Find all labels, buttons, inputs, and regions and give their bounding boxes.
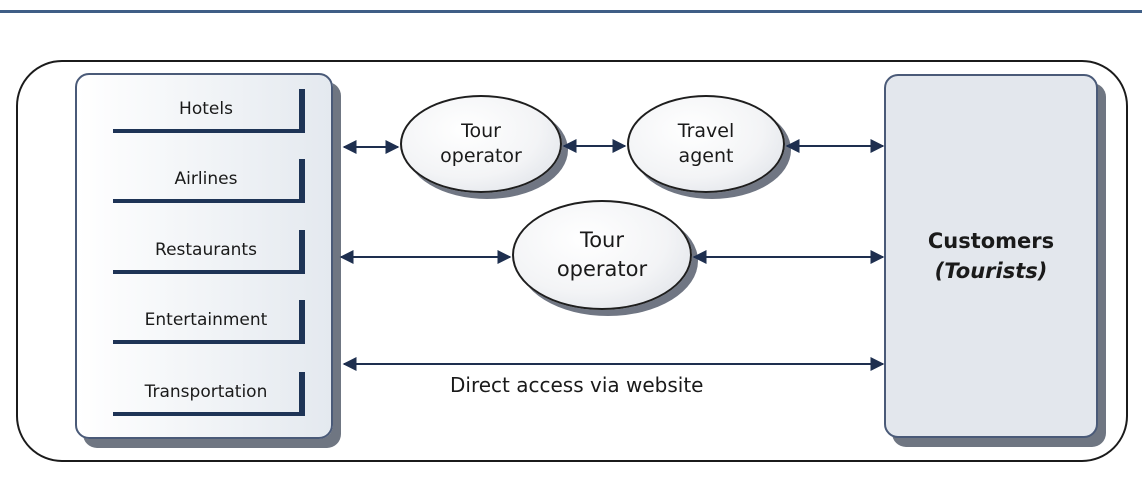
tour-operator-line-2: operator [556, 257, 648, 281]
supplier-box-entertainment: Entertainment [113, 300, 305, 344]
customers-subtitle: (Tourists) [934, 259, 1048, 283]
direct-access-label: Direct access via website [450, 373, 704, 397]
supplier-box-airlines: Airlines [113, 159, 305, 203]
tour-operator-ellipse-bottom: Tour operator [512, 200, 692, 310]
supplier-label: Restaurants [155, 240, 257, 260]
customers-title: Customers [927, 229, 1055, 253]
top-rule [0, 10, 1142, 13]
supplier-box-hotels: Hotels [113, 89, 305, 133]
supplier-label: Entertainment [144, 310, 268, 330]
outer-frame [16, 60, 1128, 462]
tour-operator-line-2: operator [440, 145, 522, 167]
customer-panel: Customers (Tourists) [884, 74, 1098, 438]
supplier-label: Transportation [144, 382, 268, 402]
supplier-panel: Hotels Airlines Restaurants Entertainmen… [75, 73, 333, 439]
travel-agent-line-2: agent [678, 145, 734, 167]
tour-operator-line-1: Tour [579, 228, 625, 252]
travel-agent-line-1: Travel [677, 120, 735, 142]
supplier-box-transportation: Transportation [113, 372, 305, 416]
tour-operator-ellipse-top: Tour operator [400, 95, 562, 193]
supplier-box-restaurants: Restaurants [113, 230, 305, 274]
supplier-label: Airlines [174, 169, 238, 189]
tour-operator-line-1: Tour [461, 120, 501, 142]
travel-agent-ellipse: Travel agent [627, 95, 785, 193]
supplier-label: Hotels [179, 99, 233, 119]
